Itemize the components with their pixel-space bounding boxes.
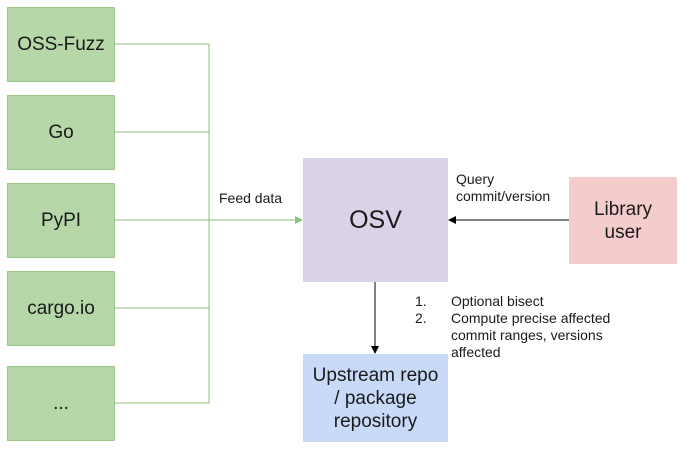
- source-pypi-label: PyPI: [40, 209, 82, 231]
- query-label-text: Query commit/version: [456, 171, 551, 204]
- step-text: Optional bisect: [451, 293, 544, 309]
- osv-node-label: OSV: [349, 205, 402, 234]
- source-oss-fuzz: OSS-Fuzz: [7, 7, 115, 82]
- upstream-repo-node: Upstream repo / package repository: [303, 354, 448, 442]
- source-more: ...: [7, 366, 115, 441]
- feed-data-label: Feed data: [219, 190, 283, 206]
- step-number: 2.: [415, 310, 427, 326]
- processing-steps: 1. Optional bisect 2. Compute precise af…: [415, 293, 621, 361]
- source-pypi: PyPI: [7, 183, 115, 258]
- source-cargo: cargo.io: [7, 271, 115, 346]
- step-number: 1.: [415, 293, 427, 309]
- step-item: 2. Compute precise affected commit range…: [415, 310, 621, 361]
- library-user-node: Library user: [569, 177, 677, 264]
- upstream-repo-label: Upstream repo / package repository: [312, 364, 439, 432]
- source-cargo-label: cargo.io: [27, 297, 95, 319]
- step-item: 1. Optional bisect: [415, 293, 621, 310]
- osv-node: OSV: [303, 158, 448, 282]
- source-go: Go: [7, 95, 115, 170]
- library-user-label: Library user: [593, 198, 653, 243]
- source-more-label: ...: [53, 392, 69, 414]
- step-text: Compute precise affected commit ranges, …: [451, 310, 611, 360]
- source-go-label: Go: [48, 121, 74, 143]
- source-oss-fuzz-label: OSS-Fuzz: [17, 33, 105, 55]
- query-label: Query commit/version: [456, 171, 566, 205]
